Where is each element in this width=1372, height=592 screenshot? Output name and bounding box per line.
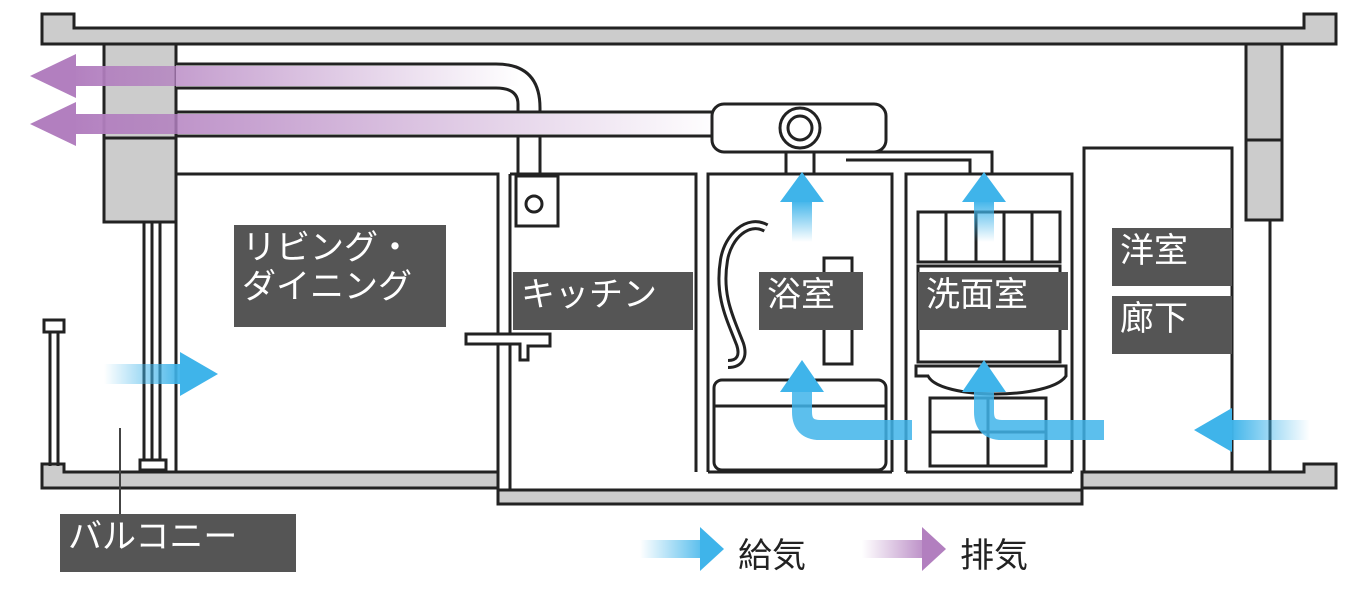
supply-arrow-west-head	[1194, 408, 1232, 452]
exhaust-arrow-lower-head	[30, 102, 76, 146]
legend-supply-shaft	[640, 540, 712, 558]
supply-arrow-west-shaft	[1230, 420, 1310, 440]
legend-arrows	[640, 527, 946, 571]
washroom-label: 洗面室	[918, 272, 1068, 330]
corridor-label: 廊下	[1112, 296, 1232, 354]
legend-supply-label: 給気	[738, 536, 806, 576]
airflow-bath-up-shaft	[792, 200, 812, 242]
supply-arrow-balcony-shaft	[104, 364, 184, 384]
supply-arrows	[104, 172, 1310, 452]
bathroom-label: 浴室	[759, 272, 863, 330]
floor-slab	[40, 462, 1338, 506]
airflow-wash-curve	[974, 388, 1104, 440]
kitchen-label: キッチン	[513, 272, 693, 330]
living-dining-label: リビング・ ダイニング	[234, 225, 446, 327]
legend-supply-arrow	[700, 527, 724, 571]
right-column	[1244, 42, 1284, 142]
legend-exhaust-arrow	[922, 527, 946, 571]
exhaust-arrow-upper-shaft	[70, 66, 520, 86]
western-room-label: 洋室	[1112, 228, 1232, 286]
legend-exhaust-label: 排気	[960, 536, 1028, 576]
exhaust-arrows	[30, 54, 720, 146]
airflow-bath-up-head	[780, 172, 824, 202]
airflow-wash-up-shaft	[974, 200, 994, 242]
living-dining-label-line2: ダイニング	[242, 267, 412, 308]
ceiling-slab	[40, 12, 1338, 46]
living-dining-label-line1: リビング・	[242, 228, 412, 268]
legend-exhaust-shaft	[862, 540, 934, 558]
exhaust-arrow-lower-shaft	[70, 114, 720, 134]
airflow-bath-curve	[792, 388, 912, 440]
supply-arrow-balcony-head	[180, 352, 218, 396]
airflow-wash-up-head	[962, 172, 1006, 202]
balcony-railing	[42, 318, 66, 334]
kitchen-faucet	[464, 332, 552, 362]
balcony-label: バルコニー	[60, 514, 296, 572]
exhaust-arrow-upper-head	[30, 54, 76, 98]
